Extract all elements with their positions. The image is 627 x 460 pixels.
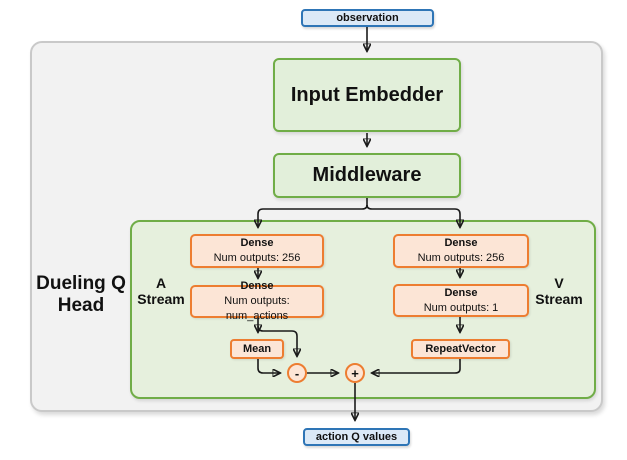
v-dense-2-subtitle: Num outputs: 1 (423, 301, 499, 314)
input-embedder-node: Input Embedder (273, 58, 461, 132)
add-icon: + (351, 365, 359, 381)
middleware-label: Middleware (312, 164, 422, 186)
v-stream-label-line1: V (554, 275, 564, 291)
a-dense-1-title: Dense (240, 237, 274, 250)
a-dense-2-node: Dense Num outputs: num_actions (190, 280, 324, 322)
v-dense-1-title: Dense (444, 237, 478, 250)
v-dense-2-node: Dense Num outputs: 1 (393, 284, 529, 317)
a-dense-2-subtitle: Num outputs: num_actions (224, 295, 290, 322)
subtract-icon: - (294, 365, 300, 381)
middleware-node: Middleware (273, 153, 461, 198)
v-stream-label-line2: Stream (535, 291, 583, 307)
observation-label: observation (336, 12, 399, 24)
a-stream-label-line1: A (155, 275, 167, 291)
dueling-q-head-label: Dueling Q Head (30, 273, 132, 317)
v-dense-1-node: Dense Num outputs: 256 (393, 234, 529, 268)
a-stream-label-line2: Stream (137, 291, 185, 307)
subtract-node: - (287, 363, 307, 383)
dueling-q-head-label-line2: Head (57, 295, 105, 316)
mean-node: Mean (230, 339, 284, 359)
a-dense-1-node: Dense Num outputs: 256 (190, 234, 324, 268)
input-embedder-label: Input Embedder (290, 83, 444, 106)
dueling-q-head-label-line1: Dueling Q (36, 273, 126, 294)
mean-label: Mean (242, 343, 272, 355)
observation-node: observation (301, 9, 434, 27)
v-dense-2-title: Dense (444, 286, 478, 299)
repeatvector-label: RepeatVector (425, 343, 496, 355)
repeatvector-node: RepeatVector (411, 339, 510, 359)
a-dense-2-title: Dense (240, 280, 274, 293)
a-stream-label: A Stream (132, 275, 190, 307)
a-dense-1-subtitle: Num outputs: 256 (213, 252, 301, 264)
add-node: + (345, 363, 365, 383)
action-q-values-label: action Q values (315, 431, 398, 443)
v-dense-1-subtitle: Num outputs: 256 (417, 252, 505, 264)
v-stream-label: V Stream (530, 275, 588, 307)
action-q-values-node: action Q values (303, 428, 410, 446)
